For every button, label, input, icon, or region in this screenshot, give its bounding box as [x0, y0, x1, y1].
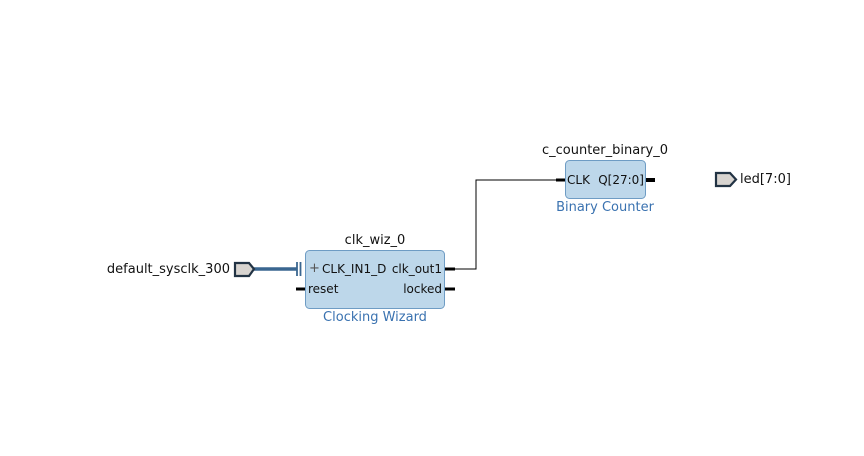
- clk-pin-label: CLK: [567, 173, 590, 187]
- counter-block[interactable]: [565, 160, 646, 199]
- expand-pin-icon[interactable]: +: [309, 261, 320, 276]
- clk-net-wire[interactable]: [455, 179, 556, 270]
- output-port-label[interactable]: led[7:0]: [740, 172, 791, 187]
- output-port-icon[interactable]: [714, 171, 738, 188]
- counter-instance-name: c_counter_binary_0: [541, 143, 669, 158]
- counter-ip-type: Binary Counter: [556, 200, 654, 215]
- clk-out1-pin-label: clk_out1: [391, 262, 442, 276]
- clk-wiz-instance-name: clk_wiz_0: [344, 233, 406, 248]
- clk-wiz-block[interactable]: [305, 250, 445, 309]
- clk-in1-d-pin-label: CLK_IN1_D: [322, 262, 387, 276]
- bus-interface-icon: [296, 262, 302, 276]
- q-pin-label: Q[27:0]: [598, 173, 644, 187]
- clk-wiz-ip-type: Clocking Wizard: [323, 310, 427, 325]
- input-port-icon[interactable]: [233, 261, 256, 278]
- locked-pin-label: locked: [403, 282, 442, 296]
- reset-pin-label: reset: [308, 282, 339, 296]
- input-port-label[interactable]: default_sysclk_300: [106, 262, 230, 277]
